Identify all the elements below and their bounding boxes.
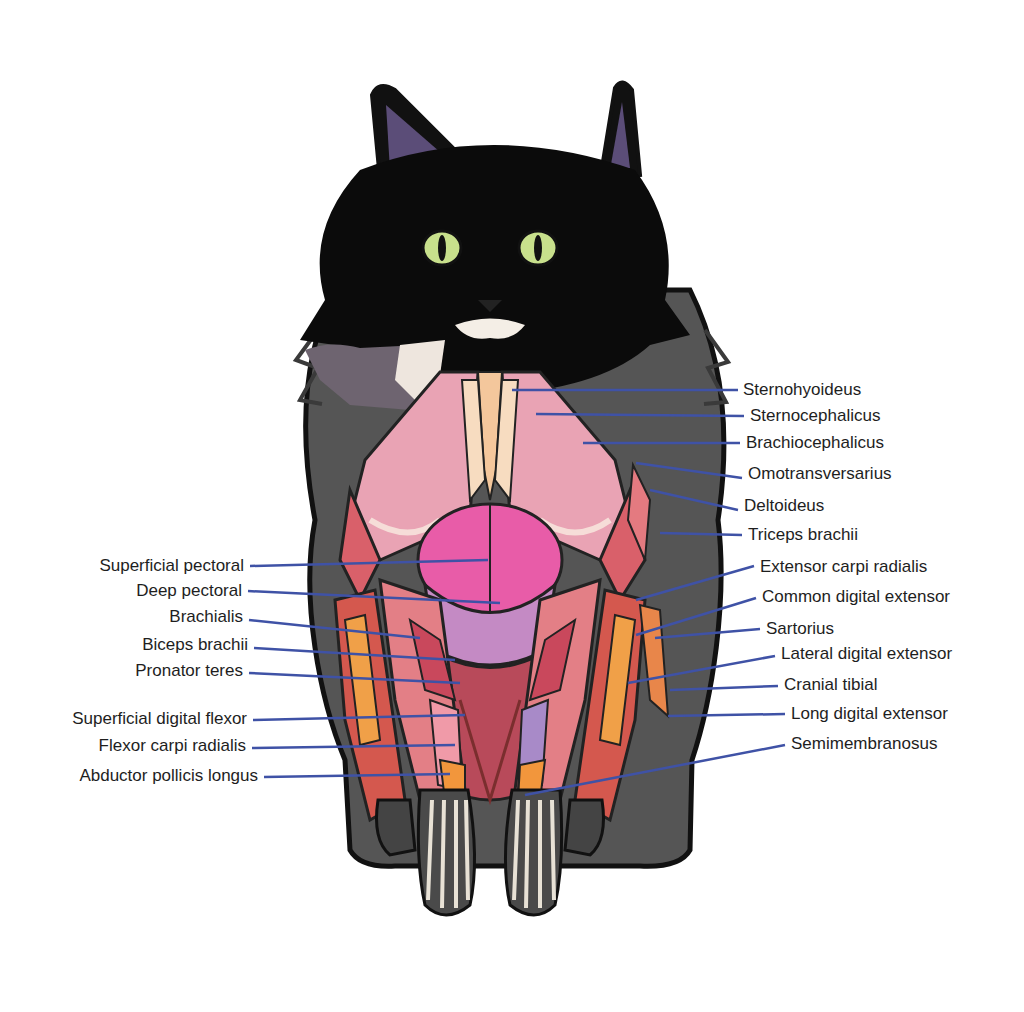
- muscle-label: Extensor carpi radialis: [760, 557, 927, 577]
- muscle-label: Sternohyoideus: [743, 380, 861, 400]
- muscle-label: Deep pectoral: [136, 581, 242, 601]
- muscle-label: Deltoideus: [744, 496, 824, 516]
- muscle-label: Superficial digital flexor: [72, 709, 247, 729]
- muscle-label: Omotransversarius: [748, 464, 892, 484]
- muscle-label: Pronator teres: [135, 661, 243, 681]
- muscle-label: Common digital extensor: [762, 587, 950, 607]
- muscle-label: Flexor carpi radialis: [99, 736, 246, 756]
- muscle-label: Superficial pectoral: [99, 556, 244, 576]
- leader-lines: [248, 390, 785, 795]
- muscle-label: Semimembranosus: [791, 734, 937, 754]
- muscle-label: Biceps brachii: [142, 635, 248, 655]
- muscle-label: Long digital extensor: [791, 704, 948, 724]
- muscle-label: Triceps brachii: [748, 525, 858, 545]
- muscle-label: Abductor pollicis longus: [79, 766, 258, 786]
- muscle-label: Lateral digital extensor: [781, 644, 952, 664]
- muscle-label: Brachialis: [169, 607, 243, 627]
- muscle-label: Brachiocephalicus: [746, 433, 884, 453]
- muscle-label: Sartorius: [766, 619, 834, 639]
- muscle-label: Cranial tibial: [784, 675, 878, 695]
- muscle-label: Sternocephalicus: [750, 406, 880, 426]
